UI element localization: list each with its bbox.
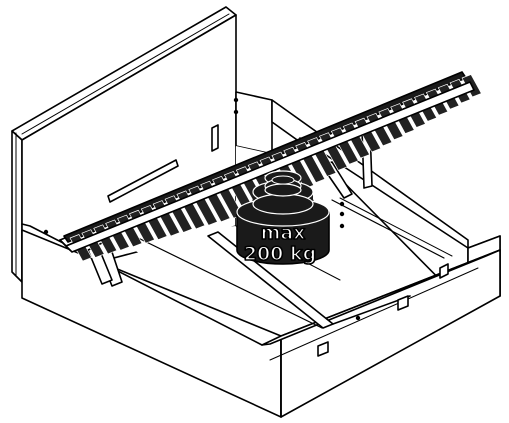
weight-label-max: max bbox=[261, 222, 306, 244]
weight-label-kg: 200 kg bbox=[244, 243, 317, 265]
weight-icon: max 200 kg bbox=[236, 170, 330, 266]
slatted-frame bbox=[59, 71, 482, 262]
